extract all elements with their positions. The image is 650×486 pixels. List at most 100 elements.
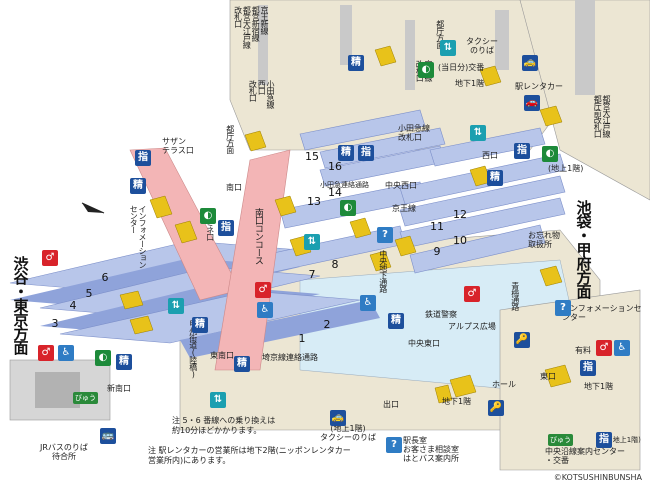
accessible-icon: ♿ xyxy=(257,302,273,318)
odakyu-gate-label: 小田急線 改札口 xyxy=(398,124,430,142)
west-exit-label: 西口 xyxy=(482,151,498,160)
new-south-exit-label: 新南口 xyxy=(107,384,131,393)
locker-icon: 🔑 xyxy=(488,400,504,416)
lost-found-label: お忘れ物 取扱所 xyxy=(528,231,560,249)
platform-10: 10 xyxy=(453,234,467,247)
fare-adjustment-icon: 精 xyxy=(388,313,404,329)
chuo-east-exit-label: 中央東口 xyxy=(408,339,440,348)
platform-5: 5 xyxy=(85,287,93,300)
fare-adjustment-icon: 精 xyxy=(338,145,354,161)
info-center-left-label: インフォメーション センター xyxy=(129,205,147,268)
reserved-ticket-icon: 指 xyxy=(358,145,374,161)
restroom-icon: ♂ xyxy=(42,250,58,266)
south-concourse-label: 南口コンコース xyxy=(252,208,263,264)
reserved-ticket-icon: 指 xyxy=(135,150,151,166)
east-exit-label: 東口 xyxy=(540,372,556,381)
odakyu-connection-label: 小田急連絡通路 xyxy=(320,181,369,189)
platform-2: 2 xyxy=(323,318,331,331)
view-plaza-sign: びゅう xyxy=(73,392,98,404)
accessible-icon: ♿ xyxy=(360,295,376,311)
stairs-group xyxy=(119,45,572,404)
taxi-bottom-label: (地上1階) タクシーのりば xyxy=(320,424,376,442)
reserved-ticket-icon: 指 xyxy=(580,360,596,376)
saikyo-connection-label: 埼京線連絡通路 xyxy=(262,353,318,362)
restroom-icon: ♂ xyxy=(38,345,54,361)
restroom-icon: ♂ xyxy=(464,286,480,302)
oedo-tochomae-label: 都営大江戸線 都庁前改札口 xyxy=(593,95,611,137)
koshu-kaido-label: 甲州街道(陸橋) xyxy=(188,320,198,378)
hall-label: ホール xyxy=(492,380,516,389)
tocho-direction-top: 都庁方面 xyxy=(435,20,445,48)
fare-adjustment-icon: 精 xyxy=(234,356,250,372)
view-plaza-sign: びゅう xyxy=(548,434,573,446)
locker-icon: 🔑 xyxy=(514,332,530,348)
taxi-top-label: タクシー のりば xyxy=(466,37,498,55)
aoume-passage-label: 青梅通路 xyxy=(510,282,520,310)
bus-icon: 🚌 xyxy=(100,428,116,444)
transfer-note: 注 5・6 番線への乗り換えは 約10分ほどかかります。 xyxy=(172,416,276,435)
elevator-icon: ⇅ xyxy=(168,298,184,314)
alps-plaza-label: アルプス広場 xyxy=(448,322,496,331)
info-center-right-label: インフォメーションセンター xyxy=(562,304,642,322)
fare-adjustment-icon: 精 xyxy=(348,55,364,71)
copyright: ©KOTSUSHINBUNSHA xyxy=(553,473,642,482)
east-south-exit-label: 東南口 xyxy=(210,351,234,360)
elevator-icon: ⇅ xyxy=(304,234,320,250)
elevator-icon: ⇅ xyxy=(470,125,486,141)
station-master-label: 駅長室 お客さま相談室 はとバス案内所 xyxy=(403,436,459,463)
chuo-west-exit-label: 中央西口 xyxy=(385,181,417,190)
fare-adjustment-icon: 精 xyxy=(130,178,146,194)
top-lines-label: 京王新線 都営新宿線 都営大江戸線 改札口 xyxy=(233,6,269,48)
fare-adjustment-icon: 精 xyxy=(487,170,503,186)
reserved-ticket-icon: 指 xyxy=(596,432,612,448)
info-icon: ? xyxy=(555,300,571,316)
ikebukuro-direction: 池袋・甲府方面 xyxy=(574,200,593,298)
platform-9: 9 xyxy=(433,245,441,258)
platform-4: 4 xyxy=(69,299,77,312)
central-underground-label: 中央地下通路 xyxy=(378,250,388,292)
reserved-ticket-icon: 指 xyxy=(218,220,234,236)
elevator-icon: ⇅ xyxy=(210,392,226,408)
lumine-exit-label: ルミネ口 xyxy=(205,212,215,240)
fare-adjustment-icon: 精 xyxy=(192,317,208,333)
fare-adjustment-icon: 精 xyxy=(116,354,132,370)
platform-11: 11 xyxy=(430,220,444,233)
taxi-icon: 🚕 xyxy=(522,55,538,71)
green-window-icon: ◐ xyxy=(418,62,434,78)
koban-label: (当日分)交番 xyxy=(438,63,485,72)
ground1-right-label: (地上1階) xyxy=(548,164,584,173)
green-window-icon: ◐ xyxy=(200,208,216,224)
accessible-icon: ♿ xyxy=(614,340,630,356)
rental-note: 注 駅レンタカーの営業所は地下2階(ニッポンレンタカー 営業所内)にあります。 xyxy=(148,446,351,465)
south-exit-label: 南口 xyxy=(226,183,242,192)
platform-3: 3 xyxy=(51,317,59,330)
ground1-bottom-right-label: (地上1階) xyxy=(610,436,641,444)
accessible-icon: ♿ xyxy=(58,345,74,361)
platform-1: 1 xyxy=(298,332,306,345)
platform-16: 16 xyxy=(328,160,342,173)
restroom-icon: ♂ xyxy=(596,340,612,356)
info-icon: ? xyxy=(386,437,402,453)
taxi-icon: 🚕 xyxy=(330,410,346,426)
green-window-icon: ◐ xyxy=(340,200,356,216)
platform-12: 12 xyxy=(453,208,467,221)
southern-terrace-label: サザン テラス口 xyxy=(162,137,194,155)
platform-13: 13 xyxy=(307,195,321,208)
platform-8: 8 xyxy=(331,258,339,271)
platform-7: 7 xyxy=(308,268,316,281)
chuo-info-center-label: 中央沿線案内センター ・交番 xyxy=(545,447,625,465)
odakyu-west-label: 小田急線 西口 改札口 xyxy=(248,80,275,108)
shibuya-direction: 渋谷・東京方面 xyxy=(11,256,30,354)
rental-car-label: 駅レンタカー xyxy=(515,82,563,91)
railway-police-label: 鉄道警察 xyxy=(425,310,457,319)
info-icon: ? xyxy=(377,227,393,243)
jr-bus-label: JRバスのりば 待合所 xyxy=(40,443,88,461)
b1-mid-label: 地下1階 xyxy=(442,397,472,406)
green-window-icon: ◐ xyxy=(95,350,111,366)
b1-top-label: 地下1階 xyxy=(455,79,485,88)
platform-14: 14 xyxy=(328,186,342,199)
reserved-ticket-icon: 指 xyxy=(514,143,530,159)
green-window-icon: ◐ xyxy=(542,146,558,162)
restroom-icon: ♂ xyxy=(255,282,271,298)
